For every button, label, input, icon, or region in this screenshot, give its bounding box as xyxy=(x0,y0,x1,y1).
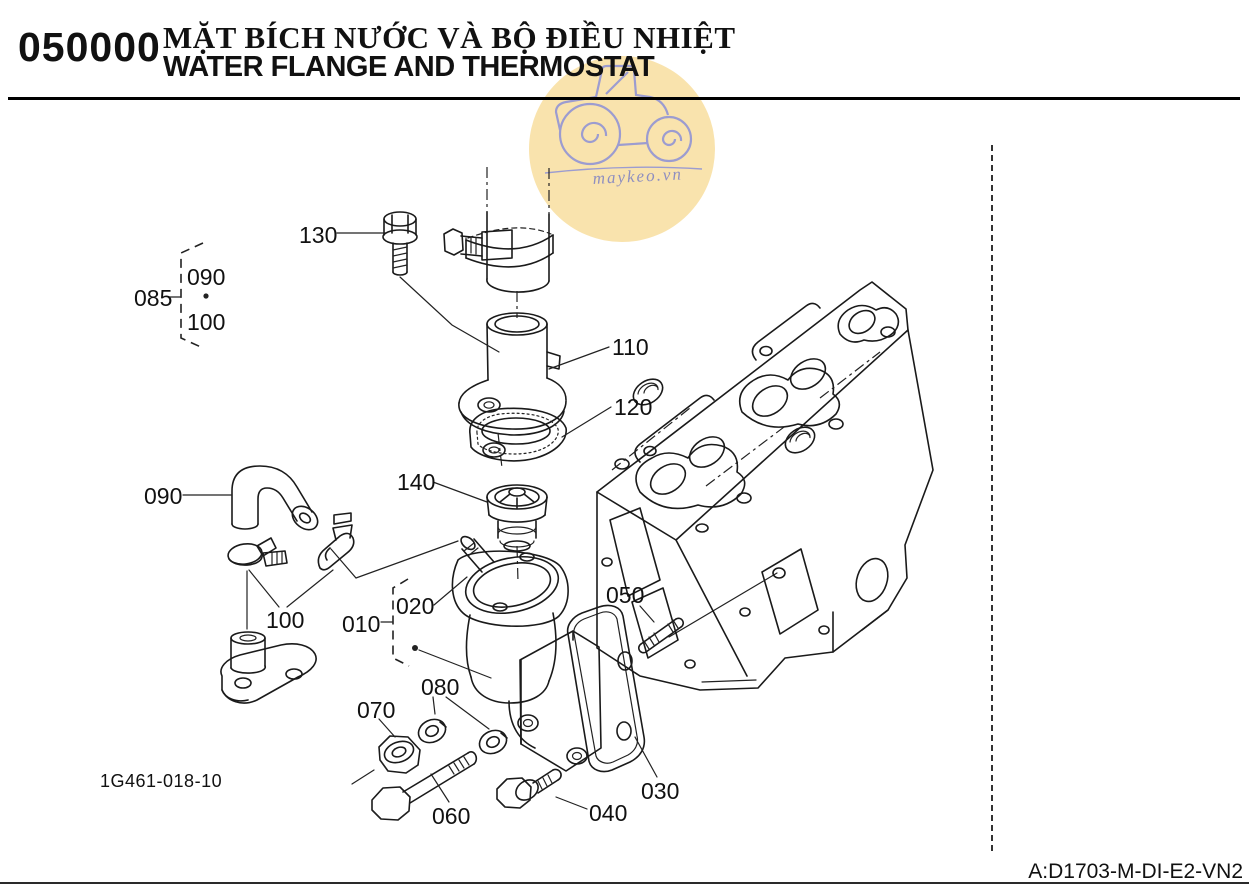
callout-040: 040 xyxy=(589,800,627,826)
page-header: 050000 MẶT BÍCH NƯỚC VÀ BỘ ĐIỀU NHIỆT WA… xyxy=(0,0,1249,110)
part-090-elbow-hose xyxy=(231,465,319,531)
drawing-number: 1G461-018-10 xyxy=(100,771,223,791)
tractor-icon xyxy=(544,64,703,174)
part-060-bolt xyxy=(371,751,478,821)
callout-070: 070 xyxy=(357,697,395,723)
callout-085-member-100: 100 xyxy=(187,309,225,335)
group-bracket-085 xyxy=(168,242,209,349)
callout-140: 140 xyxy=(397,469,435,495)
part-070-nut xyxy=(351,735,421,785)
watermark-site-text: maykeo.vn xyxy=(592,164,683,188)
section-code: 050000 xyxy=(18,24,161,70)
part-040-bolt xyxy=(496,768,562,809)
group-bracket-010 xyxy=(380,578,410,667)
callout-090: 090 xyxy=(144,483,182,509)
part-100-clamp-2 xyxy=(317,512,355,571)
page-title-vietnamese: MẶT BÍCH NƯỚC VÀ BỘ ĐIỀU NHIỆT xyxy=(163,20,736,55)
watermark: maykeo.vn xyxy=(529,56,715,242)
water-return-pipe xyxy=(220,570,317,704)
leader-lines xyxy=(182,232,658,810)
callout-130: 130 xyxy=(299,222,337,248)
page-fold-dashed-line xyxy=(991,145,993,851)
callout-030: 030 xyxy=(641,778,679,804)
callout-labels: 130 085 090 100 110 120 140 090 100 020 … xyxy=(134,222,679,829)
callout-120: 120 xyxy=(614,394,652,420)
part-120-gasket xyxy=(469,407,567,462)
part-050-stud xyxy=(637,572,778,654)
part-140-thermostat xyxy=(486,484,548,583)
part-110-thermostat-cover xyxy=(458,312,567,469)
callout-020: 020 xyxy=(396,593,434,619)
header-rule xyxy=(8,97,1240,100)
part-030-gasket xyxy=(566,604,646,773)
part-080-washers xyxy=(417,718,508,755)
callout-010: 010 xyxy=(342,611,380,637)
cylinder-head xyxy=(596,281,934,691)
callout-050: 050 xyxy=(606,582,644,608)
pipe-hose-clamp xyxy=(443,227,554,268)
part-100-clamp-1 xyxy=(227,537,288,567)
part-130-bolt xyxy=(382,211,418,276)
callout-060: 060 xyxy=(432,803,470,829)
watermark-circle xyxy=(529,56,715,242)
callout-100: 100 xyxy=(266,607,304,633)
model-code: A:D1703-M-DI-E2-VN2 xyxy=(1028,860,1243,883)
callout-085: 085 xyxy=(134,285,172,311)
callout-110: 110 xyxy=(612,334,649,360)
bottom-rule xyxy=(0,882,1249,884)
part-010-water-flange xyxy=(451,535,602,772)
callout-080: 080 xyxy=(421,674,459,700)
page-title-english: WATER FLANGE AND THERMOSTAT xyxy=(163,51,655,83)
callout-085-member-090: 090 xyxy=(187,264,225,290)
